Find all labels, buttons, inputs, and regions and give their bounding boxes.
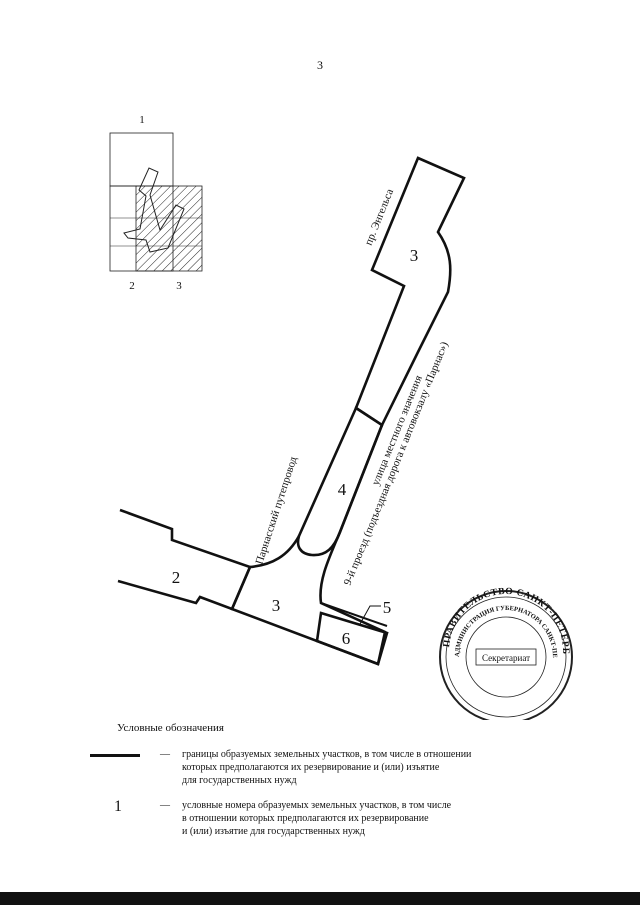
legend-number-text: условные номера образуемых земельных уча… [182, 799, 582, 838]
legend-boundary-text: границы образуемых земельных участков, в… [182, 748, 582, 787]
legend-boundary-line-symbol [90, 754, 140, 757]
street-overpass: Парнасский путепровод [253, 455, 299, 566]
parcel-boundaries [117, 156, 466, 666]
legend-line: которых предполагаются их резервирование… [182, 762, 440, 773]
stamp-center-text: Секретариат [482, 653, 530, 663]
parcel-label-4: 4 [338, 480, 347, 499]
legend-title: Условные обозначения [117, 722, 224, 734]
parcel-5-leader [359, 605, 381, 625]
legend-dash: — [160, 800, 170, 811]
key-map-hatched-area [136, 186, 202, 271]
parcel-5-boundary [320, 602, 388, 627]
legend-line: и (или) изъятие для государственных нужд [182, 826, 365, 837]
street-engels: пр. Энгельса [363, 187, 397, 247]
key-map-sheet-3 [135, 185, 203, 272]
key-map-label-2: 2 [129, 280, 135, 292]
official-stamp: ПРАВИТЕЛЬСТВО САНКТ-ПЕТЕРБУРГА АДМИНИСТР… [0, 0, 573, 720]
legend-line: для государственных нужд [182, 775, 297, 786]
plan-drawing: 1 2 3 2 3 3 4 5 6 пр. Энгельса Парнасски… [0, 0, 573, 720]
key-map: 1 2 3 [109, 114, 203, 292]
key-map-label-1: 1 [139, 114, 145, 126]
stamp-outer-text: ПРАВИТЕЛЬСТВО САНКТ-ПЕТЕРБУРГА [0, 0, 569, 654]
key-map-label-3: 3 [176, 280, 182, 292]
parcel-6-boundary [315, 611, 389, 666]
parcel-label-2: 2 [172, 568, 181, 587]
page-number: 3 [317, 58, 323, 72]
legend-dash: — [160, 749, 170, 760]
key-map-sheet-1 [109, 132, 174, 187]
parcel-label-6: 6 [342, 629, 351, 648]
parcel-2-boundary [117, 508, 252, 611]
legend-number-symbol: 1 [114, 798, 122, 815]
footer-bar [0, 892, 640, 905]
parcel-label-3-upper: 3 [410, 246, 419, 265]
legend-line: условные номера образуемых земельных уча… [182, 800, 452, 811]
legend-line: в отношении которых предполагаются их ре… [182, 813, 429, 824]
parcel-label-5: 5 [383, 598, 392, 617]
key-map-road-outline [123, 167, 185, 253]
stamp-center-box [475, 648, 537, 666]
legend-line: границы образуемых земельных участков, в… [182, 749, 472, 760]
street-passage: 9-й проезд (подъездная дорога к автовокз… [342, 340, 451, 587]
parcel-label-3-lower: 3 [272, 596, 281, 615]
